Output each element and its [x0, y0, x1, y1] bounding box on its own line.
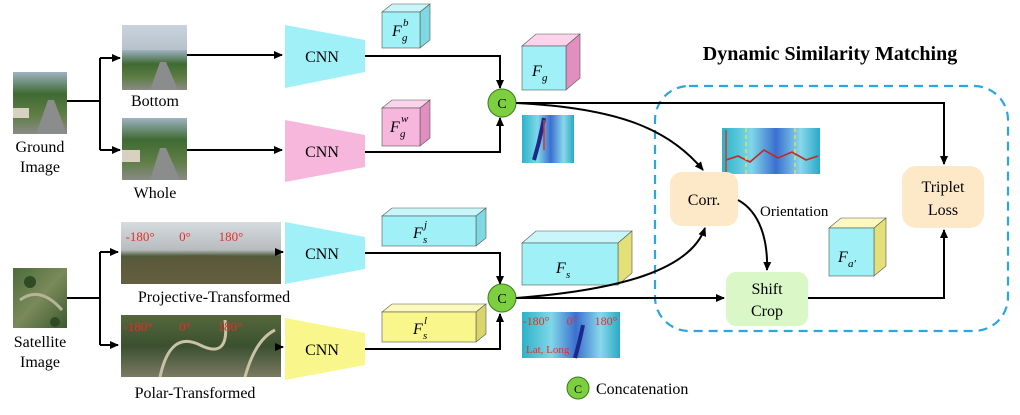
latlong-angle-center: 0° — [567, 314, 578, 328]
shift-label: Shift — [751, 281, 783, 298]
fsj-base: F — [412, 225, 423, 242]
feature-cube-fg: F g — [521, 33, 581, 91]
fa-base: F — [837, 249, 848, 266]
bottom-crop-label: Bottom — [131, 93, 180, 110]
fsl-sup: l — [424, 315, 427, 327]
ground-image-label-1: Ground — [16, 139, 65, 156]
feature-cube-fgw: F g w — [381, 99, 431, 147]
concat-node-satellite: C — [487, 283, 517, 313]
dynamic-similarity-matching-box — [653, 84, 1010, 333]
feature-cube-fgb: F g b — [381, 3, 431, 49]
shift-crop-block: Shift Crop — [726, 272, 808, 326]
ground-orientation-heatmap — [522, 115, 574, 163]
satellite-image-label-2: Image — [20, 354, 60, 371]
polar-transformed-label: Polar-Transformed — [135, 385, 256, 402]
fgb-sup: b — [403, 17, 409, 29]
polar-transformed-image — [121, 315, 281, 378]
projective-transformed-image — [121, 222, 281, 284]
dsm-flow-arrows — [515, 102, 948, 302]
polar-angle-center: 0° — [179, 319, 191, 334]
fs-sub: s — [566, 269, 570, 281]
polar-angle-right: 180° — [218, 319, 243, 334]
fgb-sub: g — [402, 32, 408, 44]
fs-base: F — [555, 260, 566, 277]
corr-label: Corr. — [688, 192, 720, 209]
concat-node-ground: C — [487, 88, 517, 118]
latlong-heatmap — [522, 312, 620, 359]
dsm-title: Dynamic Similarity Matching — [703, 43, 957, 65]
feature-cube-fs: F s — [521, 230, 633, 286]
cnn-label: CNN — [305, 342, 339, 359]
triplet-loss-block: Triplet Loss — [902, 166, 984, 228]
fgw-base: F — [389, 119, 400, 136]
latlong-angle-right: 180° — [595, 314, 618, 328]
orientation-label: Orientation — [760, 204, 829, 220]
cnn-ground-bottom: CNN — [285, 25, 365, 88]
cnn-input-arrows — [187, 51, 284, 351]
satellite-image — [13, 268, 67, 328]
fa-sub: a′ — [848, 258, 857, 270]
concat-arrows — [365, 55, 504, 350]
cnn-label: CNN — [305, 246, 339, 263]
whole-crop-image — [122, 118, 187, 180]
ground-image-label-2: Image — [20, 159, 60, 176]
corr-block: Corr. — [670, 172, 738, 226]
feature-cube-fsj: F s j — [381, 207, 487, 247]
whole-crop-label: Whole — [134, 185, 177, 202]
ground-split-connector — [67, 54, 121, 154]
legend-label: Concatenation — [596, 381, 688, 398]
cnn-satellite-polar: CNN — [285, 318, 365, 380]
triplet-label: Triplet — [922, 179, 966, 196]
projective-transformed-label: Projective-Transformed — [138, 289, 290, 306]
projective-angle-right: 180° — [219, 229, 244, 244]
fgw-sup: w — [401, 113, 409, 125]
polar-angle-left: -180° — [123, 319, 152, 334]
legend-concat-icon — [566, 376, 590, 400]
fsl-sub: s — [423, 330, 427, 342]
latlong-label: Lat, Long — [526, 344, 570, 356]
cnn-ground-whole: CNN — [285, 120, 365, 182]
cnn-label: CNN — [305, 49, 339, 66]
cnn-label: CNN — [305, 144, 339, 161]
fsj-sup: j — [422, 219, 427, 231]
concat-symbol: C — [497, 292, 506, 307]
correlation-heatmap — [722, 128, 820, 174]
latlong-angle-left: -180° — [523, 314, 550, 328]
satellite-split-connector — [67, 248, 119, 349]
fgb-base: F — [391, 23, 402, 40]
crop-label: Crop — [751, 303, 783, 320]
legend-symbol: C — [574, 382, 582, 396]
bottom-crop-image — [122, 25, 187, 90]
projective-angle-left: -180° — [125, 229, 154, 244]
fsj-sub: s — [423, 234, 427, 246]
cnn-satellite-projective: CNN — [285, 222, 365, 284]
satellite-image-label-1: Satellite — [14, 334, 66, 351]
fg-base: F — [531, 63, 542, 80]
feature-cube-fsl: F s l — [381, 303, 487, 343]
fg-sub: g — [542, 72, 548, 84]
loss-label: Loss — [928, 202, 958, 219]
fgw-sub: g — [400, 128, 406, 140]
concatenation-legend: C Concatenation — [566, 376, 688, 400]
projective-angle-center: 0° — [179, 229, 191, 244]
feature-cube-fa: F a′ — [828, 217, 887, 277]
ground-image — [13, 72, 67, 134]
fsl-base: F — [412, 321, 423, 338]
concat-symbol: C — [497, 97, 506, 112]
